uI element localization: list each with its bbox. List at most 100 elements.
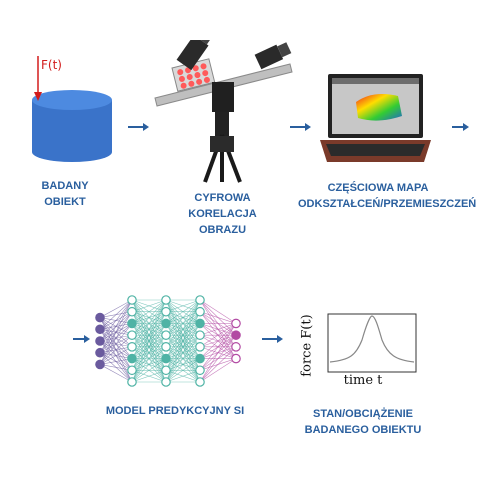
arrow-5 bbox=[262, 335, 283, 343]
nn-connection bbox=[131, 299, 167, 324]
arrow-4 bbox=[73, 335, 90, 343]
nn-node bbox=[95, 324, 105, 335]
nn-connection bbox=[165, 299, 201, 383]
nn-node bbox=[127, 377, 137, 387]
arrow-1 bbox=[128, 123, 149, 131]
laptop-deformation-map bbox=[320, 74, 431, 162]
nn-connection bbox=[165, 358, 201, 383]
map-label: CZĘŚCIOWA MAPA ODKSZTAŁCEŃ/PRZEMIESZCZEŃ bbox=[298, 182, 477, 210]
nn-node bbox=[127, 330, 137, 340]
neural-network-diagram bbox=[95, 295, 241, 387]
nn-connection bbox=[165, 323, 201, 383]
nn-connection bbox=[131, 299, 167, 312]
nn-node bbox=[231, 353, 241, 364]
plot-xlabel: time t bbox=[343, 373, 383, 388]
nn-node bbox=[195, 330, 205, 340]
nn-node bbox=[195, 306, 205, 317]
nn-connection bbox=[99, 311, 133, 365]
nn-node bbox=[195, 342, 205, 352]
studied-object-cylinder bbox=[32, 90, 112, 162]
nn-node bbox=[161, 365, 171, 376]
nn-connection bbox=[199, 311, 237, 324]
nn-node bbox=[95, 312, 105, 323]
force-label: F(t) bbox=[41, 58, 62, 72]
nn-connection bbox=[131, 299, 167, 371]
nn-connection bbox=[199, 323, 237, 336]
camera-label: CYFROWA KORELACJA OBRAZU bbox=[188, 192, 257, 236]
nn-node bbox=[195, 295, 205, 305]
nn-connection bbox=[165, 334, 201, 383]
nn-node bbox=[95, 336, 105, 346]
nn-connection bbox=[99, 346, 133, 365]
nn-connection bbox=[131, 346, 167, 383]
nn-connection bbox=[165, 299, 201, 312]
nn-connection bbox=[131, 299, 167, 336]
nn-connection bbox=[199, 346, 237, 383]
nn-node bbox=[95, 359, 105, 370]
nn-connection bbox=[131, 311, 167, 383]
nn-connection bbox=[165, 311, 201, 383]
nn-connection bbox=[131, 323, 167, 383]
nn-connection bbox=[165, 370, 201, 383]
nn-connection bbox=[99, 299, 133, 318]
nn-connection bbox=[99, 323, 133, 365]
nn-node bbox=[195, 353, 205, 364]
nn-node bbox=[127, 306, 137, 317]
nn-node bbox=[127, 295, 137, 305]
nn-connection bbox=[131, 334, 167, 383]
force-time-plot bbox=[327, 313, 417, 373]
nn-node bbox=[161, 377, 171, 387]
nn-node bbox=[161, 330, 171, 340]
nn-node bbox=[231, 342, 241, 352]
nn-node bbox=[195, 377, 205, 387]
nn-connection bbox=[131, 299, 167, 348]
nn-node bbox=[161, 295, 171, 305]
nn-connection bbox=[165, 299, 201, 371]
arrow-2 bbox=[290, 123, 311, 131]
nn-connection bbox=[165, 299, 201, 336]
nn-connection bbox=[131, 299, 167, 359]
nn-connection bbox=[199, 358, 237, 383]
nn-connection bbox=[99, 364, 133, 383]
nn-node bbox=[161, 353, 171, 364]
nn-node bbox=[161, 318, 171, 329]
nn-node bbox=[161, 306, 171, 317]
nn-node bbox=[127, 353, 137, 364]
nn-connection bbox=[99, 299, 133, 330]
nn-connection bbox=[99, 364, 133, 371]
nn-connection bbox=[199, 334, 237, 383]
nn-connection bbox=[131, 370, 167, 383]
nn-connection bbox=[199, 323, 237, 371]
nn-connection bbox=[165, 299, 201, 359]
nn-node bbox=[127, 318, 137, 329]
nn-connection bbox=[165, 299, 201, 324]
nn-connection bbox=[199, 323, 237, 348]
nn-connection bbox=[99, 358, 133, 365]
nn-connection bbox=[199, 299, 237, 324]
nn-node bbox=[127, 342, 137, 352]
nn-node bbox=[195, 318, 205, 329]
state-label: STAN/OBCIĄŻENIE BADANEGO OBIEKTU bbox=[304, 408, 422, 436]
nn-node bbox=[161, 342, 171, 352]
dic-camera-rig bbox=[154, 40, 293, 183]
model-label: MODEL PREDYKCYJNY SI bbox=[105, 405, 245, 417]
object-label: BADANY OBIEKT bbox=[41, 180, 89, 208]
nn-connection bbox=[99, 299, 133, 365]
nn-connection bbox=[199, 323, 237, 359]
nn-node bbox=[231, 330, 241, 340]
nn-connection bbox=[165, 299, 201, 348]
nn-connection bbox=[99, 299, 133, 353]
nn-connection bbox=[199, 323, 237, 383]
plot-ylabel: force F(t) bbox=[299, 314, 315, 377]
arrow-3 bbox=[452, 123, 469, 131]
nn-connection bbox=[165, 346, 201, 383]
nn-connection bbox=[99, 299, 133, 342]
nn-node bbox=[127, 365, 137, 376]
nn-node bbox=[95, 347, 105, 358]
nn-connection bbox=[99, 334, 133, 365]
force-arrow-icon bbox=[34, 56, 42, 101]
nn-node bbox=[231, 318, 241, 329]
nn-node bbox=[195, 365, 205, 376]
nn-connection bbox=[131, 358, 167, 383]
nn-connection bbox=[131, 299, 167, 383]
